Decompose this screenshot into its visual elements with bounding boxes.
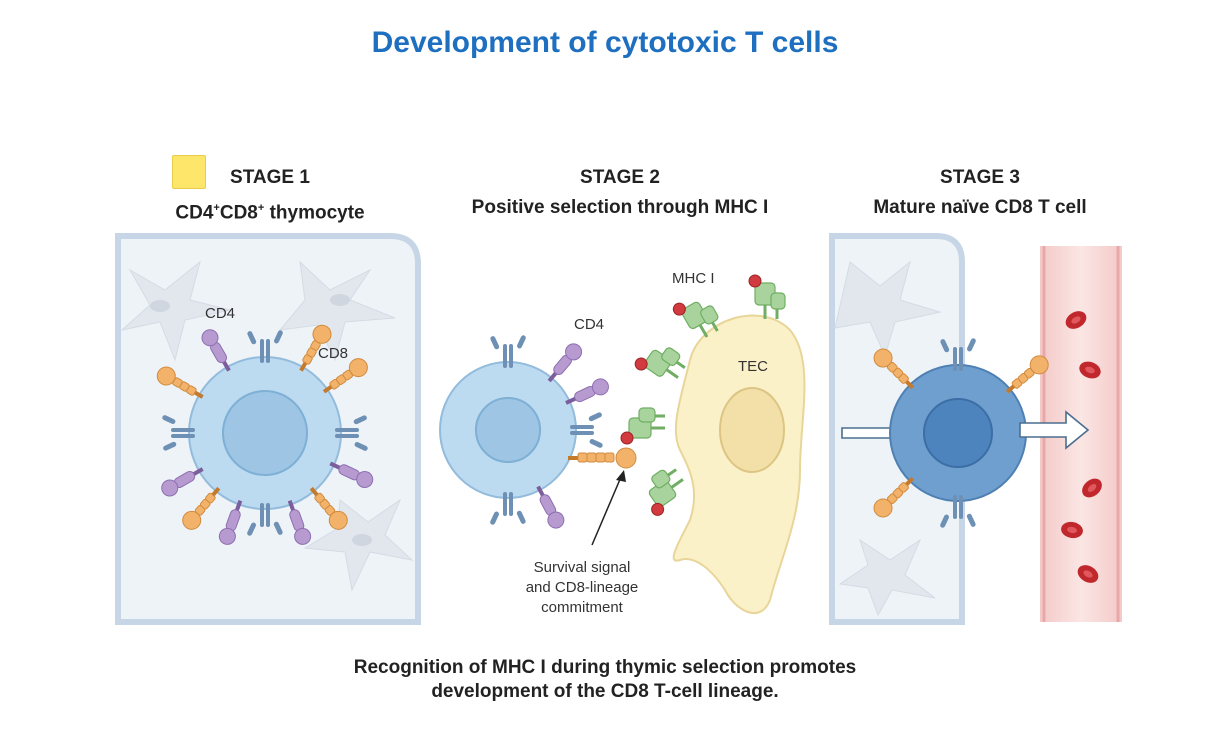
mhc-3 [634, 347, 686, 379]
stage2-thymocyte [439, 361, 577, 499]
stage1-subtitle: CD4+CD8+ thymocyte [140, 196, 400, 225]
stage2-tcr-4 [490, 492, 526, 525]
stage1-tcr-6 [335, 415, 368, 451]
stage1-cd8-2 [299, 324, 332, 372]
red-blood-cell [1079, 361, 1101, 379]
stage1-cd8-12 [309, 486, 348, 530]
stage3-mature-cd8-cell [889, 364, 1027, 502]
stage3-heading: STAGE 3 [940, 167, 1020, 188]
exit-arrow [1019, 410, 1090, 450]
legend-swatch [172, 155, 206, 189]
stage1-cd8-label: CD8 [318, 345, 348, 362]
caption-line-1: Recognition of MHC I during thymic selec… [353, 657, 857, 678]
caption-line-2: development of the CD8 T-cell lineage. [431, 681, 779, 702]
survival-label-2: and CD8-lineage [526, 579, 639, 596]
stage1-tcr-10 [247, 503, 283, 536]
stage3-subtitle: Mature naïve CD8 T cell [873, 197, 1087, 218]
stage1-sup1: + [213, 202, 220, 214]
stage3-tcr-0 [940, 338, 976, 371]
stage3-cd8-2 [873, 348, 915, 390]
red-blood-cell [1077, 565, 1099, 583]
stage1-cd8-3 [156, 366, 204, 399]
survival-label-1: Survival signal [534, 559, 631, 576]
stage1-heading: STAGE 1 [230, 167, 310, 188]
stage3-cd8-3 [1005, 355, 1049, 394]
stage1-cd8-4 [322, 358, 368, 394]
stage1-sup2: + [257, 202, 265, 214]
stage1-heading-block: STAGE 1 CD4+CD8+ thymocyte [140, 166, 400, 225]
stage1-cd4-text: CD4 [175, 202, 214, 224]
stage1-cd4-label: CD4 [205, 305, 235, 322]
survival-signal-arrow [591, 470, 626, 546]
mhc-label: MHC I [672, 270, 715, 287]
stage3-cd8-4 [873, 476, 915, 518]
mhc-2 [672, 301, 719, 338]
tec-cell [672, 314, 806, 614]
stage2-heading-block: STAGE 2 Positive selection through MHC I [440, 166, 800, 220]
stage2-tcr-0 [490, 335, 526, 368]
stage2-subtitle: Positive selection through MHC I [471, 197, 769, 218]
red-blood-cell [1065, 311, 1087, 329]
red-blood-cell [1082, 478, 1102, 498]
tec-label: TEC [738, 358, 768, 375]
stage1-tcr-5 [162, 415, 195, 451]
stage1-thymocyte-text: thymocyte [264, 202, 365, 224]
stage1-cd4-13 [329, 461, 374, 488]
red-blood-cells [1061, 311, 1102, 583]
mhc-engaged [620, 407, 665, 445]
stage2-cd8-engaged [568, 447, 637, 469]
stage1-cd8-text: CD8 [219, 202, 258, 224]
stage2-cd4-2 [565, 378, 609, 405]
stage2-cd4-label: CD4 [574, 316, 604, 333]
stage2-heading: STAGE 2 [580, 167, 660, 188]
stage3-tcr-1 [940, 495, 976, 528]
stage2-tcr-3 [570, 412, 603, 448]
stage1-cd4-1 [201, 329, 231, 372]
stage1-cd4-9 [218, 499, 243, 545]
page-title: Development of cytotoxic T cells [371, 26, 839, 59]
stage1-cd8-8 [182, 486, 221, 530]
stage1-cd4-11 [287, 499, 312, 545]
stage1-tcr-0 [247, 330, 283, 363]
stage2-cd4-5 [536, 485, 565, 529]
mhc-molecules [620, 274, 786, 516]
stage2-receptors [490, 335, 637, 529]
stage1-receptors [156, 324, 374, 545]
stage2-cd4-1 [547, 343, 583, 383]
stage1-thymocyte [188, 356, 342, 510]
stage3-heading-block: STAGE 3 Mature naïve CD8 T cell [840, 166, 1120, 220]
survival-label-3: commitment [541, 599, 624, 616]
caption: Recognition of MHC I during thymic selec… [0, 656, 1210, 704]
red-blood-cell [1061, 521, 1083, 539]
mhc-4 [648, 468, 684, 516]
mhc-1 [748, 274, 786, 319]
stage1-cd4-7 [161, 467, 204, 497]
stage3-receptors [873, 338, 1049, 528]
